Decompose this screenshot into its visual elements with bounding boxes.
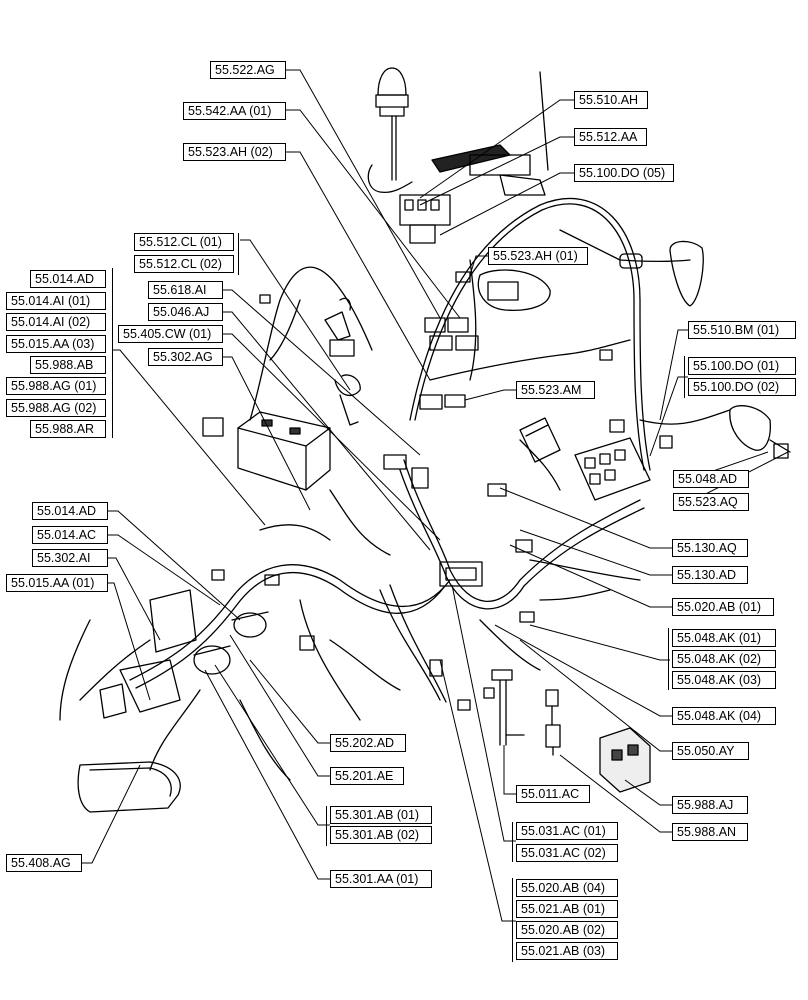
ref-label[interactable]: 55.011.AC <box>516 785 590 803</box>
ref-label[interactable]: 55.302.AG <box>148 348 223 366</box>
fuse-box <box>574 437 651 501</box>
ref-label[interactable]: 55.021.AB (01) <box>516 900 618 918</box>
ref-label[interactable]: 55.408.AG <box>6 854 82 872</box>
ref-label[interactable]: 55.522.AG <box>210 61 286 79</box>
control-lever <box>324 297 361 426</box>
ref-label[interactable]: 55.988.AJ <box>672 796 748 814</box>
ref-label[interactable]: 55.130.AQ <box>672 539 748 557</box>
ref-label[interactable]: 55.202.AD <box>330 734 406 752</box>
battery <box>202 411 331 491</box>
right-top-lamp <box>619 240 704 307</box>
ref-label[interactable]: 55.048.AK (02) <box>672 650 776 668</box>
fuel-sender <box>491 669 525 746</box>
cab-work-lamp <box>431 144 546 196</box>
ref-label[interactable]: 55.014.AI (02) <box>6 313 106 331</box>
headlight-left <box>77 761 181 813</box>
ref-label[interactable]: 55.523.AQ <box>673 493 749 511</box>
ref-label[interactable]: 55.301.AB (02) <box>330 826 432 844</box>
ref-label[interactable]: 55.014.AI (01) <box>6 292 106 310</box>
ref-label[interactable]: 55.015.AA (01) <box>6 574 108 592</box>
ref-label[interactable]: 55.050.AY <box>672 742 749 760</box>
beacon-lamp <box>367 67 413 194</box>
ref-label[interactable]: 55.523.AH (02) <box>183 143 286 161</box>
ref-label[interactable]: 55.510.AH <box>574 91 648 109</box>
ref-label[interactable]: 55.405.CW (01) <box>118 325 223 343</box>
ref-label[interactable]: 55.048.AK (01) <box>672 629 776 647</box>
misc-connectors <box>211 271 673 711</box>
ref-label[interactable]: 55.523.AM <box>516 381 595 399</box>
ref-label[interactable]: 55.014.AD <box>30 270 106 288</box>
left-controller <box>99 589 197 719</box>
ref-label[interactable]: 55.988.AB <box>30 356 106 374</box>
ref-label[interactable]: 55.512.AA <box>574 128 647 146</box>
ref-label[interactable]: 55.048.AD <box>673 470 749 488</box>
ref-label[interactable]: 55.512.CL (02) <box>134 255 234 273</box>
ref-label[interactable]: 55.031.AC (01) <box>516 822 618 840</box>
ref-label[interactable]: 55.031.AC (02) <box>516 844 618 862</box>
ref-label[interactable]: 55.100.DO (01) <box>688 357 796 375</box>
ref-label[interactable]: 55.988.AG (02) <box>6 399 106 417</box>
ref-label[interactable]: 55.201.AE <box>330 767 404 785</box>
ecu-module <box>519 417 561 463</box>
ref-label[interactable]: 55.014.AD <box>32 502 108 520</box>
right-side-lamp <box>729 405 791 459</box>
ref-label[interactable]: 55.048.AK (03) <box>672 671 776 689</box>
junction-module <box>439 561 483 587</box>
ref-label[interactable]: 55.021.AB (03) <box>516 942 618 960</box>
ref-label[interactable]: 55.988.AG (01) <box>6 377 106 395</box>
ref-label[interactable]: 55.988.AN <box>672 823 748 841</box>
ref-label[interactable]: 55.020.AB (02) <box>516 921 618 939</box>
ref-label[interactable]: 55.301.AB (01) <box>330 806 432 824</box>
ref-label[interactable]: 55.542.AA (01) <box>183 102 286 120</box>
ref-label[interactable]: 55.130.AD <box>672 566 748 584</box>
ref-label[interactable]: 55.048.AK (04) <box>672 707 776 725</box>
ref-label[interactable]: 55.512.CL (01) <box>134 233 234 251</box>
ref-label[interactable]: 55.020.AB (01) <box>672 598 774 616</box>
ref-label[interactable]: 55.100.DO (05) <box>574 164 674 182</box>
relay-module <box>599 727 651 793</box>
ref-label[interactable]: 55.046.AJ <box>148 303 223 321</box>
starter-motor <box>193 611 269 675</box>
ref-label[interactable]: 55.100.DO (02) <box>688 378 796 396</box>
ref-label[interactable]: 55.302.AI <box>32 549 108 567</box>
central-connectors <box>419 317 479 410</box>
ref-label[interactable]: 55.510.BM (01) <box>688 321 796 339</box>
pressure-switch <box>545 689 561 756</box>
ref-label[interactable]: 55.020.AB (04) <box>516 879 618 897</box>
ref-label[interactable]: 55.014.AC <box>32 526 108 544</box>
ref-label[interactable]: 55.618.AI <box>148 281 223 299</box>
blower-unit <box>477 269 551 311</box>
ref-label[interactable]: 55.015.AA (03) <box>6 335 106 353</box>
ref-label[interactable]: 55.301.AA (01) <box>330 870 432 888</box>
main-harness <box>59 197 731 781</box>
ref-label[interactable]: 55.988.AR <box>30 420 106 438</box>
antenna <box>539 71 549 171</box>
ref-label[interactable]: 55.523.AH (01) <box>488 247 588 265</box>
